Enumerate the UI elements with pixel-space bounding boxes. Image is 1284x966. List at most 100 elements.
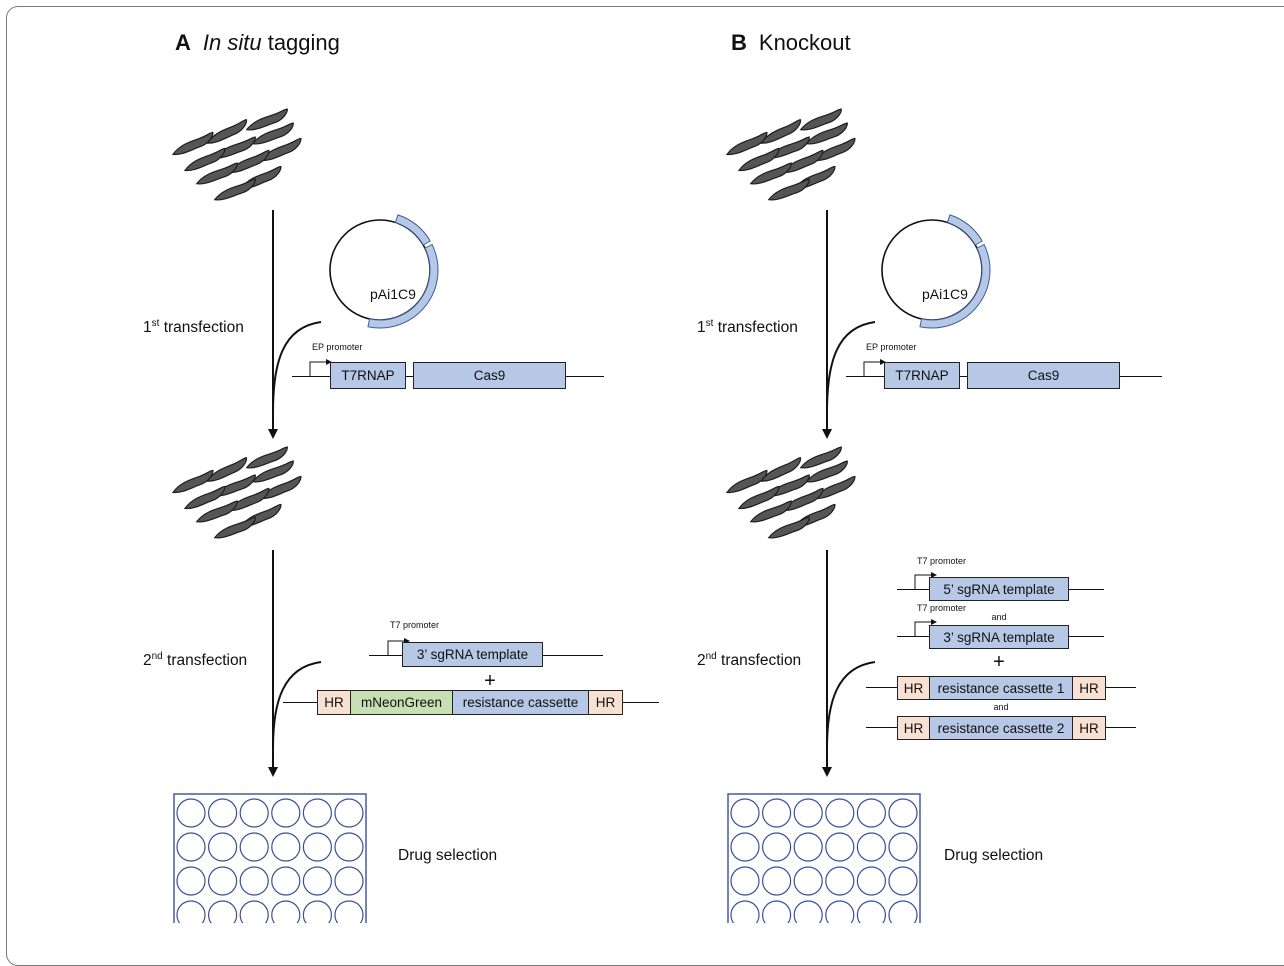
parasite-icon: [195, 162, 238, 185]
resistance-cassette-1-b: resistance cassette 1: [929, 676, 1073, 700]
well-plate-icon: [173, 793, 367, 923]
parasite-icon: [749, 162, 792, 185]
well: [302, 900, 332, 923]
cas9-gene-b: Cas9: [967, 362, 1120, 389]
hr-right-b2: HR: [1072, 716, 1106, 740]
well: [239, 798, 269, 828]
well: [793, 900, 823, 923]
plasmid-segment: [919, 243, 991, 329]
hr-right-b1: HR: [1072, 676, 1106, 700]
t7rnap-gene-b: T7RNAP: [884, 362, 960, 389]
well: [856, 832, 887, 862]
plasmid-backbone: [329, 219, 431, 321]
promoter-arrow-head: [880, 359, 886, 365]
t7-promoter-label-a: T7 promoter: [390, 620, 440, 630]
well: [761, 832, 792, 862]
well: [176, 900, 206, 923]
hr-left-a: HR: [317, 690, 351, 715]
well: [856, 900, 886, 923]
plasmid-backbone: [881, 219, 983, 321]
parasite-cluster-icon: [725, 446, 856, 539]
well: [334, 866, 364, 896]
parasite-cluster-icon: [171, 446, 302, 539]
well: [239, 832, 269, 862]
promoter-arrow-line: [914, 621, 931, 636]
plasmid-label-a: pAi1C9: [370, 286, 416, 302]
transfection-curve: [272, 321, 322, 413]
well: [176, 866, 206, 896]
well: [761, 798, 792, 828]
transfection-curve: [826, 661, 876, 749]
promoter-arrow-head: [931, 619, 937, 625]
resistance-cassette-2-b: resistance cassette 2: [929, 716, 1073, 740]
well: [888, 832, 918, 862]
parasite-icon: [259, 137, 302, 162]
parasite-icon: [805, 460, 848, 483]
parasite-icon: [171, 131, 214, 156]
parasite-icon: [737, 147, 780, 172]
parasite-icon: [767, 136, 810, 159]
parasite-icon: [183, 147, 226, 172]
well: [271, 832, 301, 862]
parasite-icon: [749, 500, 792, 523]
parasite-icon: [213, 178, 256, 201]
well: [825, 832, 855, 862]
well: [239, 900, 269, 923]
panel-b-letter: B: [731, 30, 747, 55]
parasite-icon: [206, 457, 248, 482]
parasite-icon: [259, 475, 302, 500]
parasite-icon: [760, 119, 802, 144]
t7rnap-gene-a: T7RNAP: [330, 362, 406, 389]
parasite-icon: [213, 136, 256, 159]
well: [208, 798, 238, 828]
promoter-arrow-icon: [914, 572, 937, 589]
well: [730, 832, 760, 862]
promoter-arrow-line: [309, 361, 326, 376]
second-transfection-label-a: 2nd transfection: [143, 651, 248, 670]
plasmid-icon: [329, 214, 439, 329]
promoter-arrow-line: [914, 574, 931, 589]
well: [730, 866, 760, 896]
well: [888, 798, 918, 828]
t7-promoter-label-b1: T7 promoter: [917, 556, 967, 566]
parasite-icon: [767, 516, 810, 539]
and-label-b2: and: [993, 702, 1009, 712]
parasite-icon: [781, 149, 824, 174]
plasmid-label-b: pAi1C9: [922, 286, 968, 302]
well: [825, 900, 855, 923]
parasite-icon: [799, 108, 842, 131]
promoter-arrow-line: [863, 361, 880, 376]
parasite-cluster-icon: [725, 108, 856, 201]
well: [334, 832, 364, 862]
and-label-b1: and: [991, 612, 1007, 622]
promoter-arrow-line: [387, 640, 404, 655]
plate-outline: [173, 793, 367, 923]
sgrna-5-template-b: 5’ sgRNA template: [929, 577, 1069, 601]
well: [176, 832, 206, 862]
parasite-icon: [171, 469, 214, 494]
hr-right-a: HR: [588, 690, 623, 715]
sgrna-3-template-a: 3’ sgRNA template: [402, 642, 543, 667]
hr-left-b2: HR: [897, 716, 930, 740]
well: [334, 900, 364, 923]
transfection-curve: [272, 661, 322, 749]
parasite-icon: [251, 460, 294, 483]
transfection-curve: [826, 321, 876, 413]
well: [730, 798, 760, 828]
promoter-arrow-head: [931, 572, 937, 578]
promoter-arrow-head: [326, 359, 332, 365]
parasite-icon: [183, 485, 226, 510]
parasite-icon: [195, 500, 238, 523]
plus-sign-b: +: [993, 651, 1005, 673]
well: [271, 798, 301, 828]
cas9-gene-a: Cas9: [413, 362, 566, 389]
parasite-icon: [737, 485, 780, 510]
well: [793, 866, 823, 896]
well: [888, 866, 918, 896]
mneongreen-a: mNeonGreen: [350, 690, 453, 715]
parasite-icon: [767, 178, 810, 201]
well: [302, 798, 332, 828]
parasite-icon: [760, 457, 802, 482]
promoter-arrow-icon: [309, 359, 332, 376]
